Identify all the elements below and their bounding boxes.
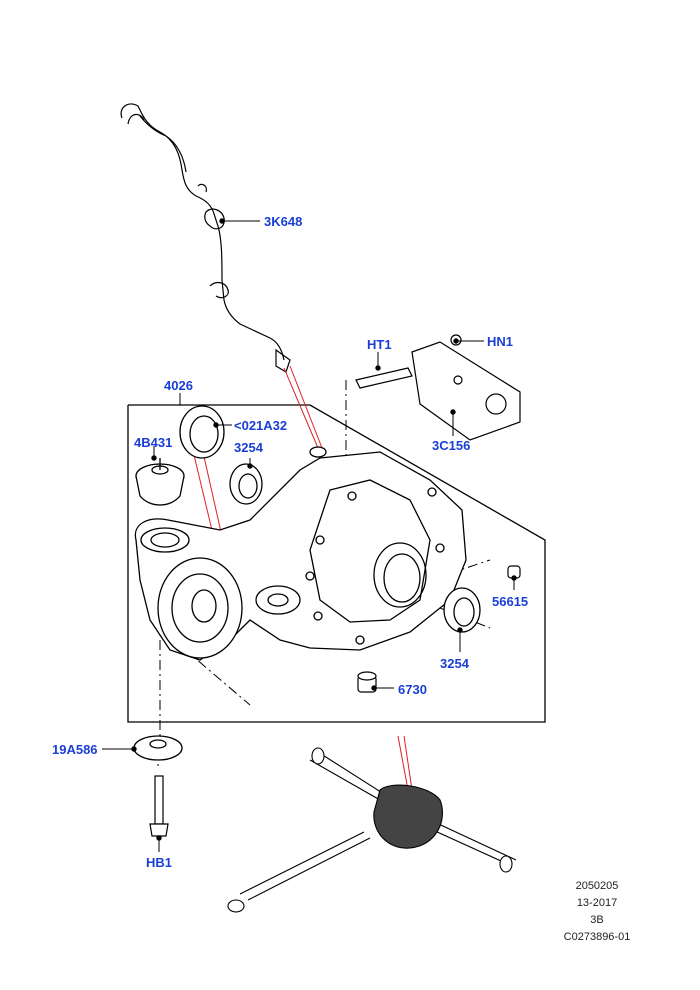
callout-3k648[interactable]: 3K648	[264, 214, 303, 229]
footer-line-4: C0273896-01	[563, 931, 631, 943]
seal-bottom-part	[443, 587, 481, 633]
sensor-part	[355, 334, 521, 441]
callout-3c156[interactable]: 3C156	[432, 438, 471, 453]
mount-bushing-part	[135, 458, 185, 506]
callout-ht1[interactable]: HT1	[367, 337, 392, 352]
callout-3254-top[interactable]: 3254	[234, 440, 263, 455]
wiring-harness-part	[120, 103, 291, 373]
callout-6730[interactable]: 6730	[398, 682, 427, 697]
differential-housing-part	[134, 446, 467, 661]
footer-line-3: 3B	[590, 914, 604, 926]
callout-leaders	[102, 218, 517, 852]
callout-021a32[interactable]: <021A32	[234, 418, 288, 433]
callout-56615[interactable]: 56615	[492, 594, 529, 609]
callout-4b431[interactable]: 4B431	[134, 435, 173, 450]
footer-reference: 2050205 13-2017 3B C0273896-01	[547, 878, 647, 946]
callout-hb1[interactable]: HB1	[146, 855, 173, 870]
callout-3254-bottom[interactable]: 3254	[440, 656, 469, 671]
assembly-outline	[127, 404, 546, 723]
callout-19a586[interactable]: 19A586	[52, 742, 98, 757]
footer-line-1: 2050205	[575, 880, 619, 892]
washer-part	[133, 735, 183, 761]
footer-line-2: 13-2017	[576, 897, 618, 909]
driveline-overview-part	[227, 747, 517, 913]
oil-seal-part	[179, 405, 225, 459]
callout-4026[interactable]: 4026	[164, 378, 193, 393]
seal-top-part	[229, 463, 263, 505]
bolt-part	[149, 775, 169, 837]
callout-hn1[interactable]: HN1	[487, 334, 514, 349]
